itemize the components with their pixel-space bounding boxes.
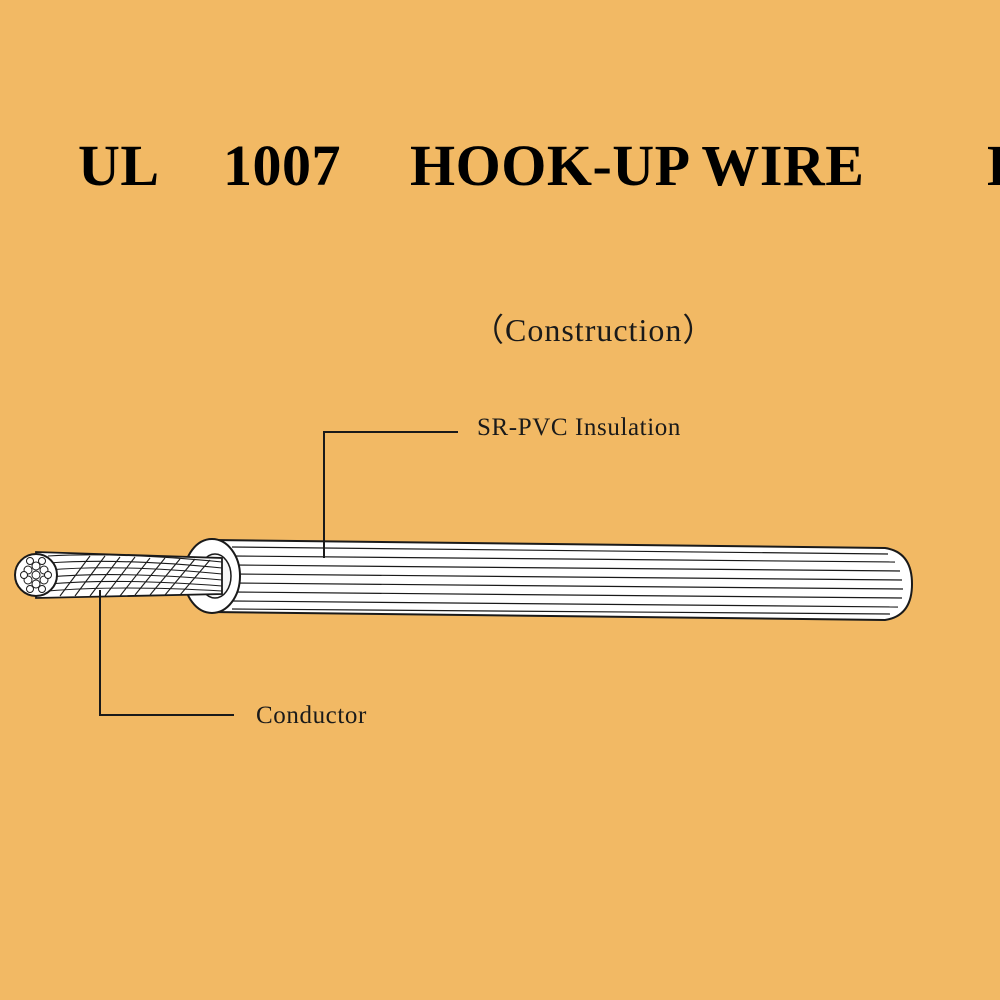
title-word-hook-up-wire: HOOK-UP WIRE xyxy=(410,133,865,198)
title-word-1007: 1007 xyxy=(223,133,341,198)
title-word-truncated: E xyxy=(987,130,1000,202)
insulation-jacket xyxy=(183,538,914,622)
conductor-leader-line xyxy=(99,590,234,716)
conductor-end-face xyxy=(14,553,58,597)
stranded-conductor xyxy=(14,551,223,599)
conductor-label: Conductor xyxy=(256,702,367,729)
title-word-ul: UL xyxy=(78,133,160,198)
insulation-leader-line xyxy=(323,431,458,558)
construction-subtitle: （Construction） xyxy=(472,312,716,348)
insulation-label: SR-PVC Insulation xyxy=(477,414,681,441)
